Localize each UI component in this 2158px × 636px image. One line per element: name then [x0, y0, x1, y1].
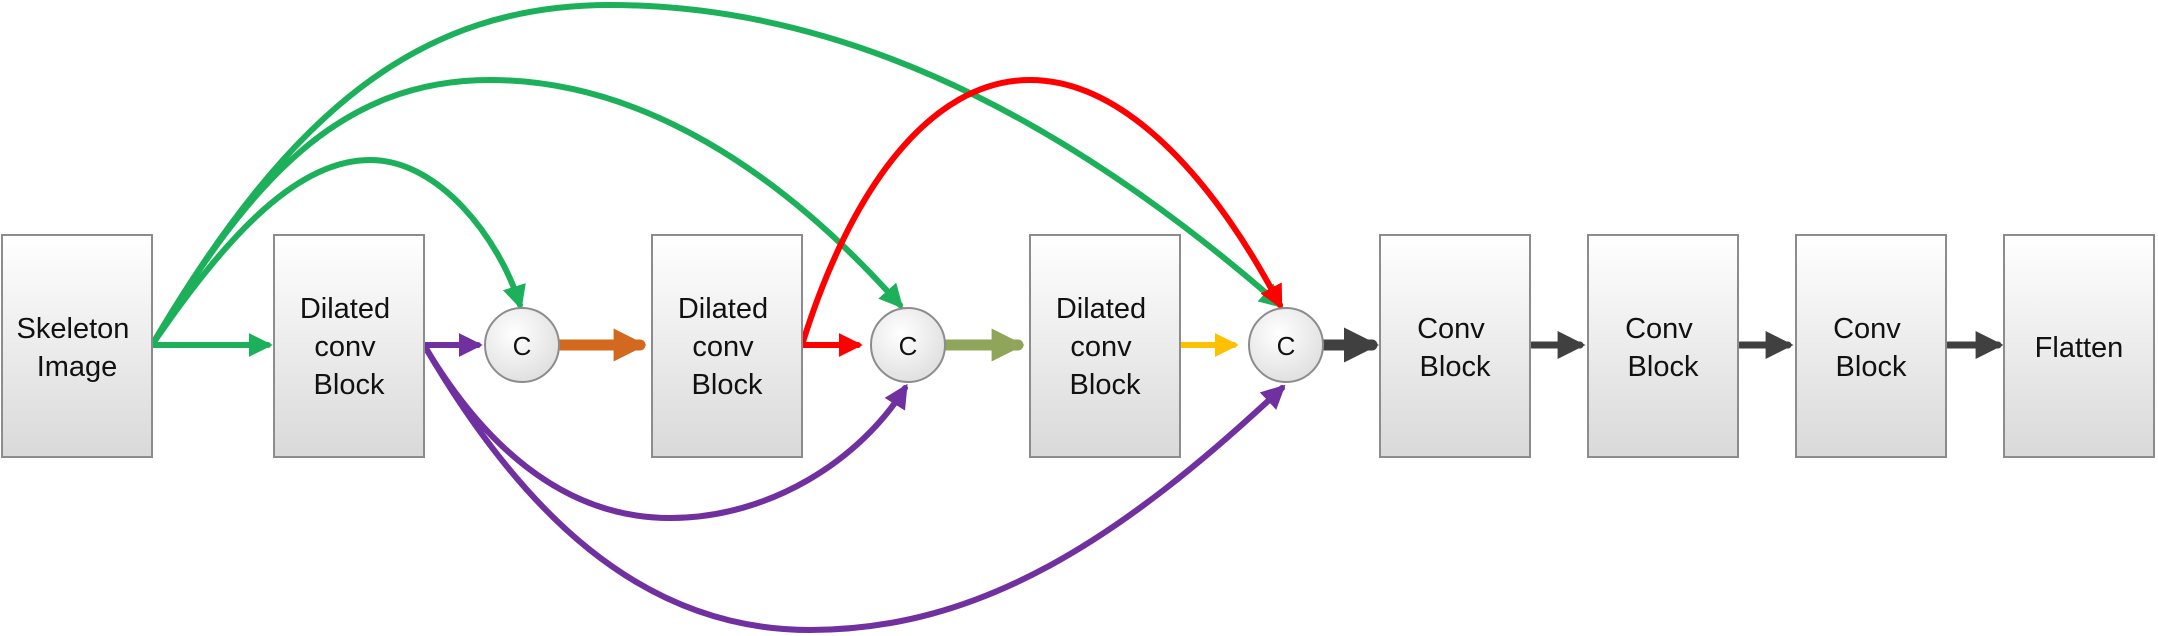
node-dilated-conv-block-2: Dilated conv Block: [651, 234, 803, 458]
node-label: Block: [1070, 369, 1141, 401]
node-label: conv: [692, 331, 754, 363]
svg-text:Skeleton Image: Skeleton Image: [17, 313, 138, 383]
nodes: Skeleton Image Dilated conv Block C Dila…: [1, 234, 2155, 458]
concat-node-1: C: [484, 307, 560, 383]
node-label: Block: [692, 369, 763, 401]
node-conv-block-3: Conv Block: [1795, 234, 1947, 458]
node-flatten: Flatten: [2003, 234, 2155, 458]
node-label: Skeleton: [17, 313, 130, 345]
node-dilated-conv-block-1: Dilated conv Block: [273, 234, 425, 458]
svg-text:Dilated conv B: Dilated conv Block: [1056, 293, 1154, 401]
node-label: Conv: [1417, 313, 1485, 345]
svg-text:Conv Block: Conv Block: [1417, 313, 1493, 383]
node-label: Dilated: [1056, 293, 1146, 325]
concat-label: C: [513, 331, 532, 361]
node-label: Flatten: [2035, 332, 2124, 364]
node-dilated-conv-block-3: Dilated conv Block: [1029, 234, 1181, 458]
svg-text:Dilated conv B: Dilated conv Block: [678, 293, 776, 401]
node-label: Block: [1628, 351, 1699, 383]
concat-label: C: [899, 331, 918, 361]
concat-label: C: [1277, 331, 1296, 361]
concat-node-2: C: [870, 307, 946, 383]
node-label: Conv: [1625, 313, 1693, 345]
svg-text:Conv Block: Conv Block: [1625, 313, 1701, 383]
node-label: Image: [37, 351, 118, 383]
node-label: Block: [314, 369, 385, 401]
svg-text:Conv Block: Conv Block: [1833, 313, 1909, 383]
node-label: conv: [314, 331, 376, 363]
edge-skeleton-to-concat3: [149, 1, 1284, 348]
svg-text:Flatten: Flatten: [2035, 332, 2124, 364]
edge-skeleton-to-concat1: [149, 156, 526, 348]
node-skeleton-image: Skeleton Image: [1, 234, 153, 458]
edge-dilated2-to-concat3: [799, 76, 1283, 348]
node-label: Block: [1420, 351, 1491, 383]
node-label: Dilated: [678, 293, 768, 325]
node-label: Dilated: [300, 293, 390, 325]
node-conv-block-1: Conv Block: [1379, 234, 1531, 458]
edge-dilated1-to-concat3: [421, 342, 1286, 634]
node-label: Block: [1836, 351, 1907, 383]
node-label: conv: [1070, 331, 1132, 363]
concat-node-3: C: [1248, 307, 1324, 383]
edge-dilated1-to-concat2: [421, 342, 908, 522]
edges: [149, 1, 2004, 634]
node-label: Conv: [1833, 313, 1901, 345]
node-conv-block-2: Conv Block: [1587, 234, 1739, 458]
svg-text:Dilated conv B: Dilated conv Block: [300, 293, 398, 401]
